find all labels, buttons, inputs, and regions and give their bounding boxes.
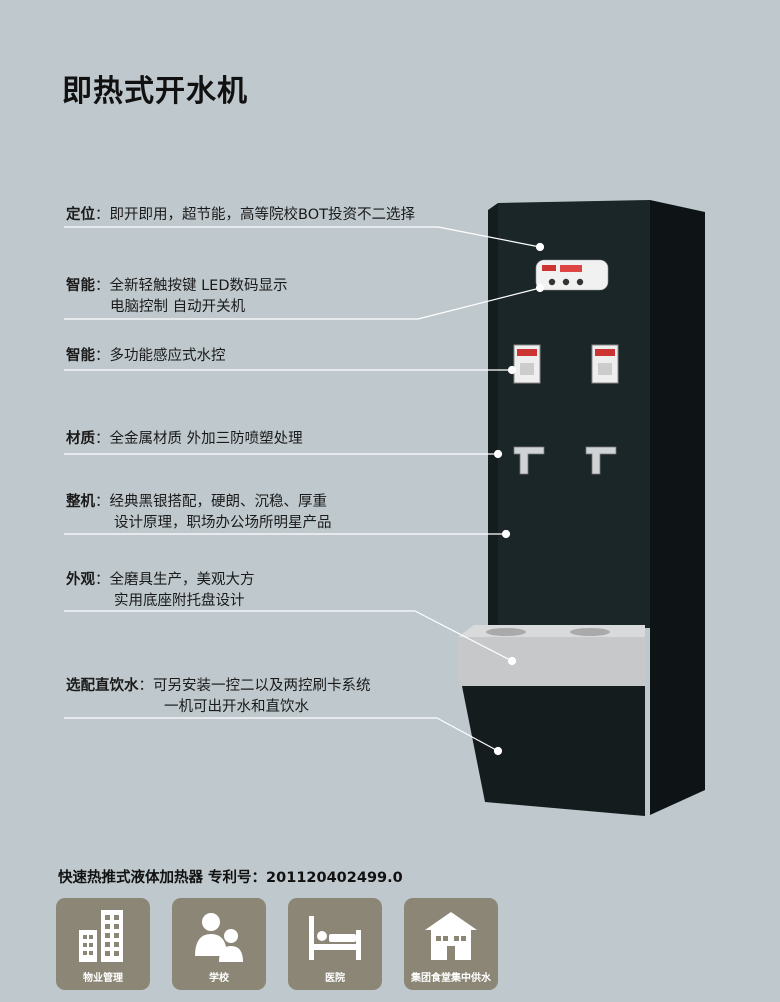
feature-appearance: 外观：全磨具生产，美观大方 实用底座附托盘设计 xyxy=(66,572,255,609)
hospital-bed-icon xyxy=(309,916,361,960)
people-icon xyxy=(195,913,243,962)
icon-card-hospital: 医院 xyxy=(288,898,382,990)
building-icon xyxy=(79,910,123,962)
feature-smart-sensor: 智能：多功能感应式水控 xyxy=(66,348,226,364)
icon-label: 医院 xyxy=(325,973,345,984)
feature-body: 整机：经典黑银搭配，硬朗、沉稳、厚重 设计原理，职场办公场所明星产品 xyxy=(66,494,332,531)
house-icon xyxy=(425,912,477,960)
page-title: 即热式开水机 xyxy=(62,74,248,109)
application-icons: 物业管理 学校 医院 集团食堂集中供水 xyxy=(56,898,498,990)
icon-label: 学校 xyxy=(209,973,229,984)
feature-material: 材质：全金属材质 外加三防喷塑处理 xyxy=(66,431,303,447)
patent-info: 快速热推式液体加热器 专利号：201120402499.0 xyxy=(58,870,403,886)
feature-positioning: 定位：即开即用，超节能，高等院校BOT投资不二选择 xyxy=(66,207,415,223)
feature-smart-controls: 智能：全新轻触按键 LED数码显示 电脑控制 自动开关机 xyxy=(66,278,288,315)
icon-card-property: 物业管理 xyxy=(56,898,150,990)
icon-card-school: 学校 xyxy=(172,898,266,990)
icon-card-canteen: 集团食堂集中供水 xyxy=(404,898,498,990)
icon-label: 物业管理 xyxy=(83,973,123,984)
feature-direct-drinking: 选配直饮水：可另安装一控二以及两控刷卡系统 一机可出开水和直饮水 xyxy=(66,678,371,715)
icon-label: 集团食堂集中供水 xyxy=(411,973,491,984)
water-dispenser-illustration xyxy=(64,200,705,816)
